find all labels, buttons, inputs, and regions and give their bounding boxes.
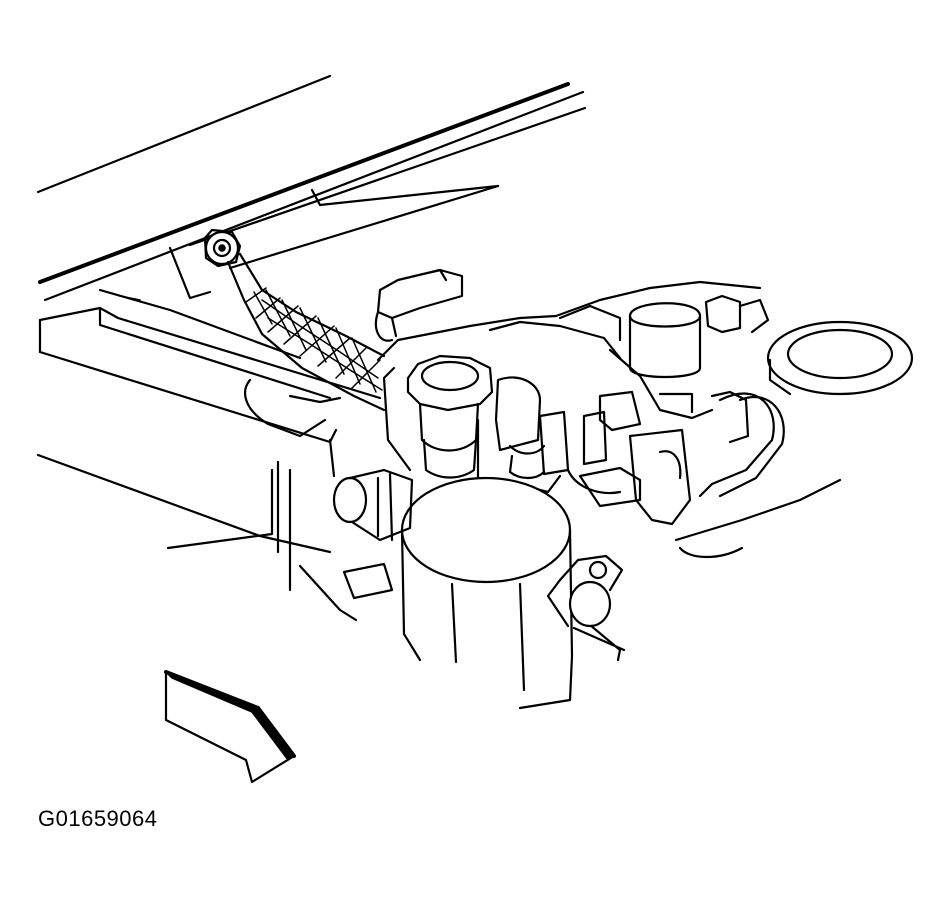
body-lines [572, 478, 842, 652]
view-direction-arrow [164, 670, 296, 784]
sensor [546, 554, 624, 628]
ground-bolt [203, 228, 242, 268]
hose-fitting [332, 468, 414, 600]
air-intake-duct [766, 320, 914, 396]
cowl-panel [36, 246, 382, 622]
electrical-connector [374, 268, 464, 342]
figure-id-label: G01659064 [38, 806, 158, 831]
ground-strap [226, 252, 386, 412]
hood-edge-lines [36, 74, 587, 302]
oil-fill-cap [382, 354, 494, 479]
